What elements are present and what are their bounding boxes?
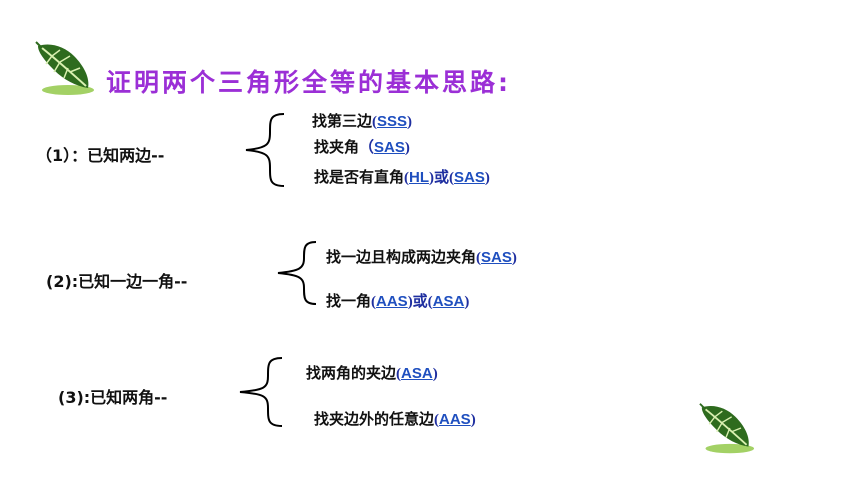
criterion-link[interactable]: AAS [439, 411, 471, 428]
list-item: 找两角的夹边(ASA) [306, 362, 438, 383]
item-text: 找夹边外的任意边 [314, 410, 435, 428]
leaf-icon [35, 41, 94, 95]
or-connector: )或( [429, 170, 455, 186]
paren: ) [407, 114, 413, 130]
list-item: 找夹边外的任意边(AAS) [314, 408, 476, 429]
group-label: (2):已知一边一角-- [46, 272, 188, 291]
paren: ) [511, 250, 517, 266]
list-item: 找一角(AAS)或(ASA) [326, 290, 469, 311]
paren: ) [470, 412, 476, 428]
criterion-link[interactable]: ASA [432, 293, 465, 310]
group-label: (3):已知两角-- [58, 388, 168, 407]
item-text: 找是否有直角 [314, 168, 405, 186]
criterion-link[interactable]: ASA [401, 365, 433, 382]
criterion-link[interactable]: SSS [377, 113, 408, 130]
brace-icon [277, 241, 317, 305]
brace-icon [239, 357, 283, 427]
paren: ( [372, 114, 378, 130]
paren: ) [404, 140, 410, 156]
criterion-link[interactable]: SAS [374, 139, 405, 156]
paren: ( [371, 294, 377, 310]
group-label: （1）：已知两边-- [36, 146, 165, 165]
criterion-link[interactable]: SAS [481, 249, 512, 266]
paren: ( [476, 250, 482, 266]
paren: ( [396, 366, 402, 382]
criterion-link[interactable]: AAS [376, 293, 408, 310]
leaf-icon [699, 403, 755, 454]
item-text: 找夹角 [314, 138, 360, 156]
criterion-link[interactable]: SAS [454, 169, 485, 186]
list-item: 找第三边(SSS) [312, 110, 412, 131]
page-title: 证明两个三角形全等的基本思路: [106, 68, 511, 97]
brace-icon [245, 113, 285, 187]
paren: ) [464, 294, 470, 310]
item-text: 找两角的夹边 [306, 364, 397, 382]
or-connector: )或( [407, 294, 433, 310]
list-item: 找是否有直角(HL)或(SAS) [314, 166, 490, 187]
paren: ) [432, 366, 438, 382]
list-item: 找一边且构成两边夹角(SAS) [326, 246, 517, 267]
criterion-link[interactable]: HL [409, 169, 430, 186]
paren: ) [484, 170, 490, 186]
item-text: 找一角 [326, 292, 372, 310]
item-text: 找第三边 [312, 112, 373, 130]
paren: ( [404, 170, 410, 186]
list-item: 找夹角（SAS) [314, 136, 410, 157]
paren: ( [434, 412, 440, 428]
paren: （ [359, 140, 375, 156]
item-text: 找一边且构成两边夹角 [326, 248, 477, 266]
